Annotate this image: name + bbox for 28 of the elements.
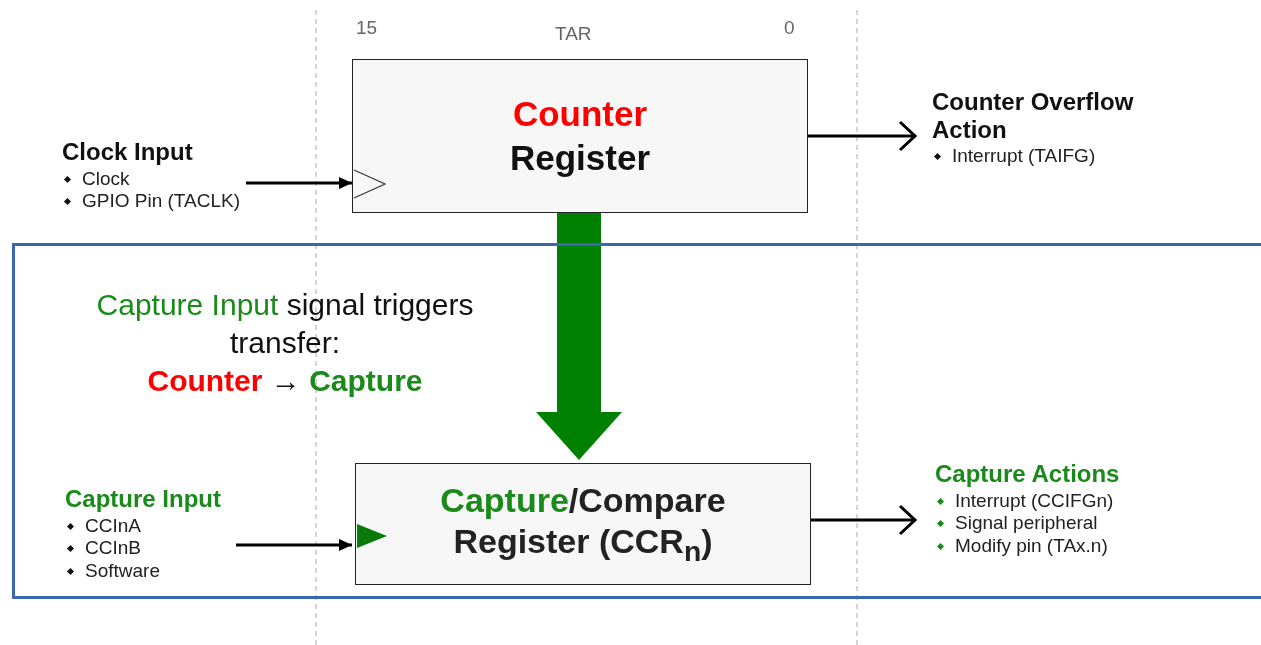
- signal-heading: Counter Overflow Action: [932, 88, 1135, 144]
- register-label: Register: [509, 137, 651, 179]
- bullet-item: CCInB: [65, 537, 141, 561]
- register-label: Counter: [512, 93, 648, 136]
- signal-heading: Capture Actions: [935, 460, 1120, 488]
- transfer-arrow: [536, 213, 622, 460]
- signal-heading: Capture Input: [65, 485, 221, 513]
- register-box: [355, 463, 811, 585]
- bullet-item: GPIO Pin (TACLK): [62, 190, 240, 214]
- bullet-item: Clock: [62, 167, 130, 191]
- transfer-note: Counter → Capture: [146, 363, 424, 399]
- register-box: [352, 59, 808, 213]
- register-label: Capture/Compare Register (CCR$_{n}$): [439, 479, 727, 569]
- bullet-item: Software: [65, 560, 160, 583]
- section-frame: [12, 243, 1261, 599]
- signal-heading: Clock Input: [62, 138, 193, 166]
- arrow: [236, 539, 352, 551]
- bit-label: TAR: [555, 24, 592, 43]
- bit-label: 15: [356, 18, 378, 37]
- bullet-item: Modify pin (TAx.n): [935, 535, 1108, 558]
- bullet-item: Interrupt (TAIFG): [932, 145, 1096, 168]
- bullet-item: CCInA: [65, 514, 141, 538]
- bullet-item: Interrupt (CCIFGn): [935, 489, 1114, 513]
- arrow: [246, 177, 352, 189]
- transfer-note: Capture Input signal triggers transfer:: [95, 287, 475, 361]
- bullet-item: Signal peripheral: [935, 512, 1098, 536]
- arrow: [808, 120, 917, 152]
- bit-label: 0: [784, 18, 795, 37]
